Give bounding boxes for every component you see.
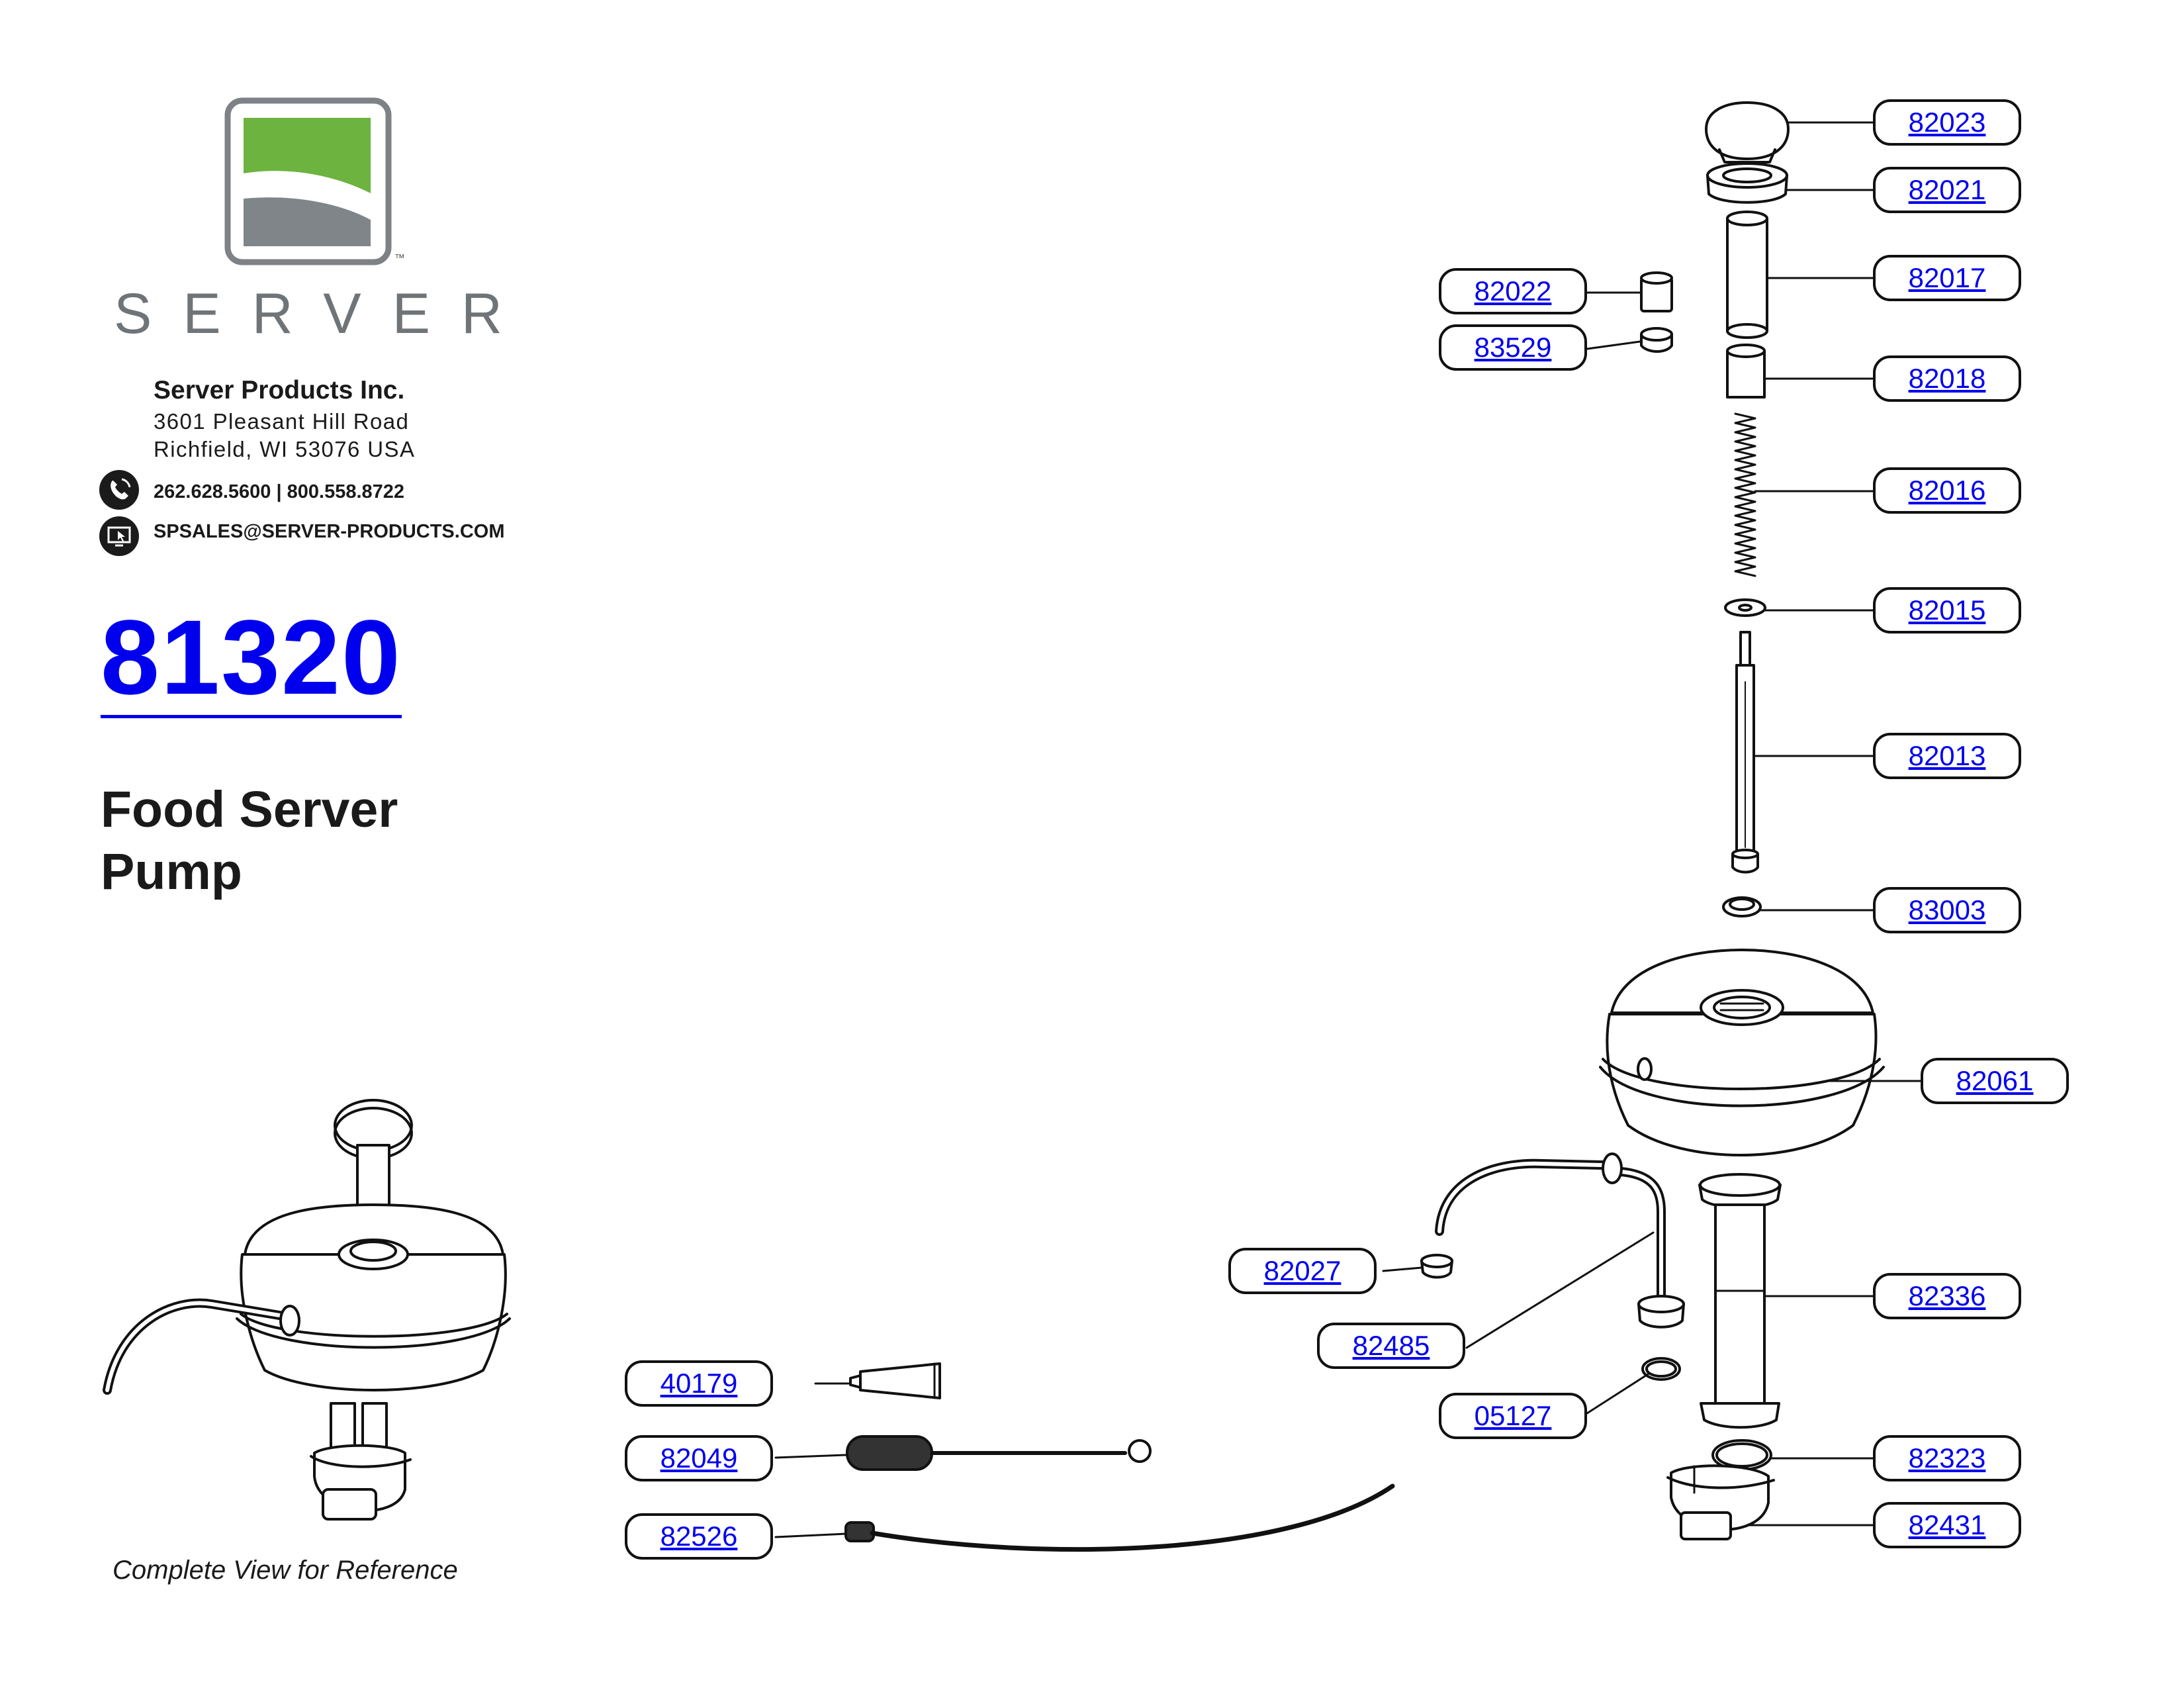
- product-name-line-2: Pump: [101, 843, 242, 900]
- part-link-82017[interactable]: 82017: [1873, 255, 2021, 301]
- leader-lines: [774, 121, 1922, 1538]
- part-link-40179[interactable]: 40179: [625, 1360, 773, 1407]
- part-82017-tube: [1726, 211, 1768, 339]
- part-40179-grease-tube: [849, 1362, 941, 1399]
- trademark-symbol: ™: [394, 253, 405, 264]
- address-line-1: 3601 Pleasant Hill Road: [154, 409, 410, 434]
- part-82061-lid: [1599, 949, 1885, 1156]
- part-link-83003[interactable]: 83003: [1873, 887, 2021, 933]
- part-link-82049[interactable]: 82049: [625, 1435, 773, 1481]
- part-link-82323[interactable]: 82323: [1873, 1435, 2021, 1481]
- address-line-2: Richfield, WI 53076 USA: [154, 437, 416, 461]
- part-82049-brush: [846, 1435, 1152, 1471]
- email-address[interactable]: SPSALES@SERVER-PRODUCTS.COM: [154, 521, 505, 542]
- part-82022-bushing: [1640, 271, 1673, 312]
- reference-caption: Complete View for Reference: [113, 1556, 458, 1585]
- part-link-82061[interactable]: 82061: [1921, 1058, 2069, 1104]
- part-link-82431[interactable]: 82431: [1873, 1502, 2021, 1548]
- part-link-82021[interactable]: 82021: [1873, 167, 2021, 213]
- part-link-82013[interactable]: 82013: [1873, 733, 2021, 779]
- brand-wordmark: SERVER: [113, 282, 534, 346]
- part-83003-seal: [1722, 896, 1762, 917]
- part-83529-ring: [1640, 327, 1673, 353]
- part-link-82336[interactable]: 82336: [1873, 1273, 2021, 1319]
- part-82021-nut: [1706, 162, 1788, 204]
- part-82023-knob: [1705, 101, 1790, 164]
- part-link-82022[interactable]: 82022: [1439, 268, 1587, 314]
- part-82018-sleeve: [1726, 344, 1766, 399]
- server-logo: [224, 97, 392, 265]
- phone-numbers[interactable]: 262.628.5600 | 800.558.8722: [154, 481, 405, 502]
- part-link-83529[interactable]: 83529: [1439, 324, 1587, 371]
- part-82015-washer: [1724, 598, 1766, 617]
- product-name-line-1: Food Server: [101, 781, 398, 838]
- part-82431-valve: [1666, 1464, 1775, 1540]
- part-05127-oring: [1641, 1357, 1681, 1381]
- company-name: Server Products Inc.: [154, 376, 405, 404]
- part-82526-brush: [844, 1483, 1395, 1552]
- part-82336-cylinder: [1698, 1173, 1782, 1429]
- complete-pump-illustration: [103, 1099, 511, 1521]
- part-link-82027[interactable]: 82027: [1228, 1248, 1377, 1294]
- monitor-cursor-icon: [99, 516, 139, 556]
- part-link-82016[interactable]: 82016: [1873, 467, 2021, 514]
- part-82323-oring: [1711, 1439, 1772, 1471]
- part-link-82018[interactable]: 82018: [1873, 355, 2021, 402]
- part-link-05127[interactable]: 05127: [1439, 1393, 1587, 1439]
- part-link-82015[interactable]: 82015: [1873, 587, 2021, 633]
- part-82027-nut: [1420, 1254, 1453, 1279]
- part-82013-rod: [1731, 631, 1759, 874]
- part-82485-spout: [1435, 1152, 1685, 1329]
- part-link-82023[interactable]: 82023: [1873, 99, 2021, 146]
- phone-icon: [99, 470, 139, 510]
- part-link-82526[interactable]: 82526: [625, 1513, 773, 1560]
- part-link-82485[interactable]: 82485: [1317, 1323, 1465, 1369]
- model-number-link[interactable]: 81320: [101, 604, 402, 718]
- part-82016-spring: [1734, 412, 1756, 577]
